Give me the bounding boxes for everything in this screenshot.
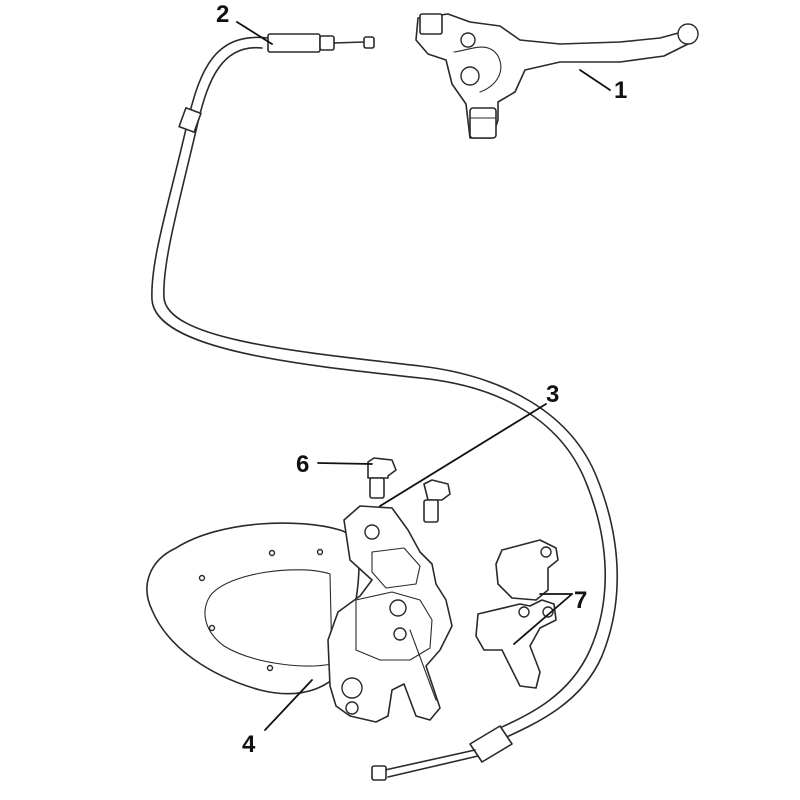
callout-3: 3 <box>546 381 559 408</box>
brake-cable <box>151 33 618 781</box>
callout-1: 1 <box>614 77 627 104</box>
brake-pads <box>475 539 559 689</box>
brake-lever-assembly <box>415 13 699 139</box>
brake-disc <box>146 522 360 695</box>
callout-2: 2 <box>216 1 229 28</box>
callout-6: 6 <box>296 451 309 478</box>
caliper-bolts <box>367 457 451 523</box>
leader-lines <box>236 21 611 731</box>
cable-sleeve <box>267 33 321 53</box>
callout-7: 7 <box>574 587 587 614</box>
caliper-assembly <box>327 505 453 723</box>
callout-4: 4 <box>242 731 256 758</box>
